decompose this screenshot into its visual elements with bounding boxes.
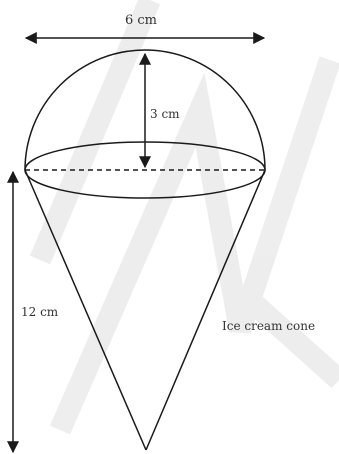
cone-height-label: 12 cm bbox=[21, 305, 59, 319]
hemisphere-arc bbox=[24, 49, 266, 171]
watermark bbox=[29, 0, 339, 435]
cone-right-side bbox=[145, 169, 266, 451]
diameter-label: 6 cm bbox=[125, 13, 157, 28]
radius-label: 3 cm bbox=[150, 107, 180, 121]
cone-left-side bbox=[24, 169, 147, 451]
caption-label: Ice cream cone bbox=[222, 319, 315, 333]
ellipse-front bbox=[24, 169, 266, 199]
